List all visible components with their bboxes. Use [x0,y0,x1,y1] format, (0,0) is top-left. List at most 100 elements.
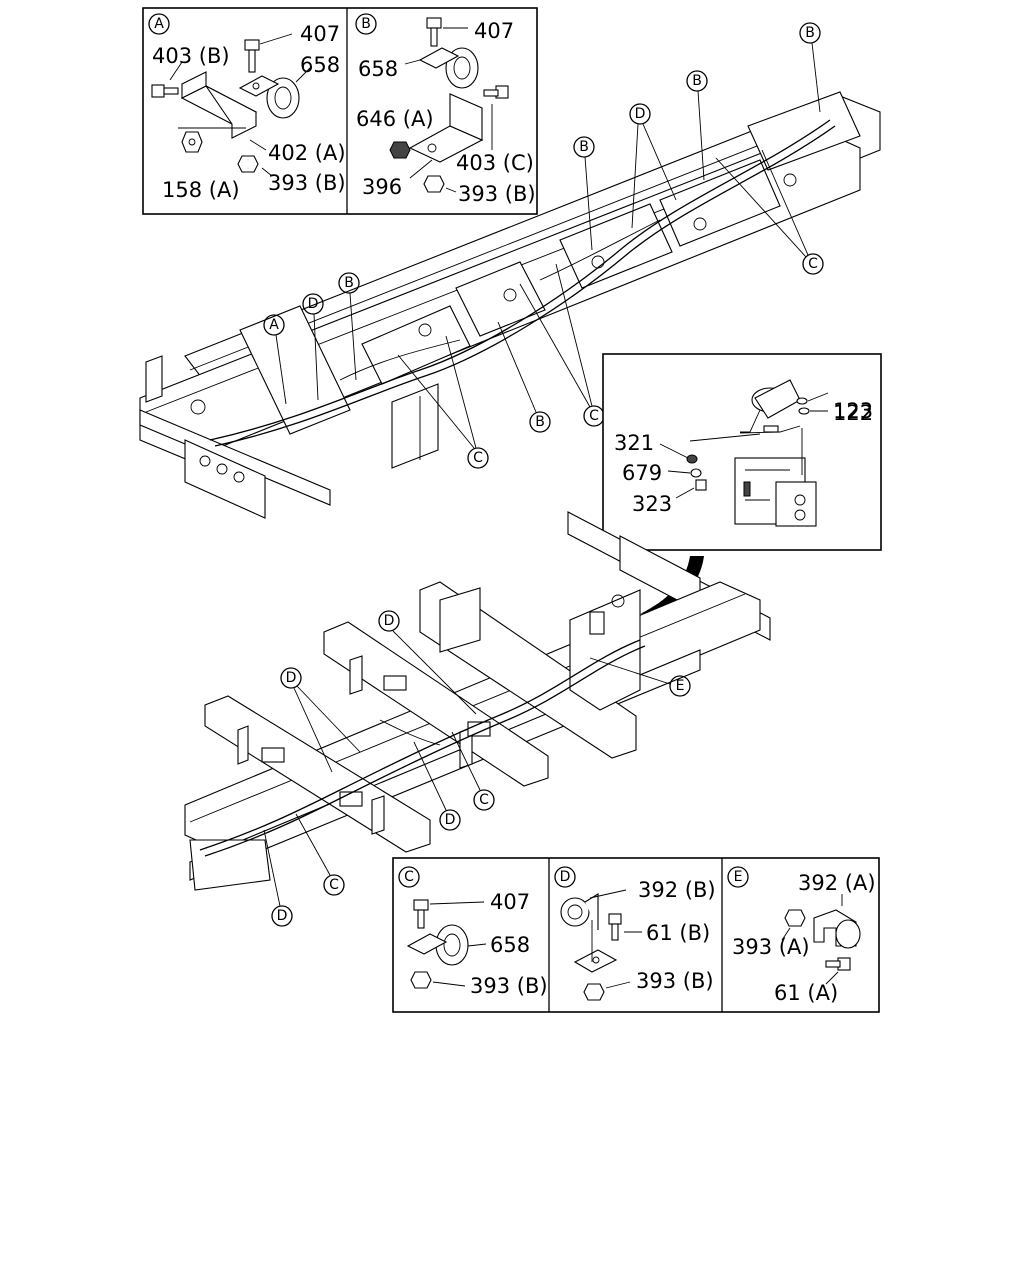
label-a-658: 658 [300,53,340,77]
svg-text:D: D [384,613,395,629]
detail-d: D 392 (B) 61 (B) 393 (B) [554,866,716,1001]
label-hyd-679: 679 [622,461,662,485]
detail-hydraulic-unit: 123 321 679 323 [602,353,882,551]
callout-e-circle: E [727,866,749,888]
callout-d-5: D [413,741,461,831]
callout-a-circle: A [148,13,170,35]
nut-393b-icon [237,155,259,173]
callout-c-5: C [295,813,345,896]
svg-text:A: A [154,16,164,32]
callout-b-3: B [573,136,595,251]
label-d-393b: 393 (B) [636,969,714,993]
svg-text:D: D [286,670,297,686]
bolt-407-icon [413,899,429,929]
bracket-396-icon [408,93,484,163]
washer-123-icon [796,397,808,405]
callout-c-4: C [451,731,495,811]
clip-658-icon [238,75,300,119]
label-b-658: 658 [358,57,398,81]
label-e-392a: 392 (A) [798,871,876,895]
callout-d-4: D [280,667,361,773]
svg-text:B: B [579,139,589,155]
label-b-403c: 403 (C) [456,151,534,175]
callout-d-3: D [378,610,477,715]
label-c-393b: 393 (B) [470,974,548,998]
label-c-658: 658 [490,933,530,957]
detail-b: B 407 658 646 [355,13,536,206]
svg-text:D: D [277,908,288,924]
svg-text:B: B [361,16,371,32]
svg-text:C: C [329,877,339,893]
callout-a-1: A [263,314,287,405]
label-hyd-123: 123 [833,399,873,423]
bolt-407-icon [426,17,442,47]
callout-d-circle: D [554,866,576,888]
svg-text:B: B [692,73,702,89]
clip-658-icon [418,47,479,89]
pump-unit-icon [734,379,817,527]
washer-122-icon [798,407,810,415]
nut-646a-icon [389,141,411,159]
label-a-393b: 393 (B) [268,171,346,195]
clip-392a-icon [813,909,861,949]
lower-callouts: D E D C D C D [263,610,691,927]
svg-text:D: D [308,296,319,312]
upper-callouts: B B D B C C [263,22,824,469]
svg-text:C: C [479,792,489,808]
label-a-158a: 158 (A) [162,178,240,202]
washer-679-icon [690,468,702,478]
bracket-402a-icon [178,71,258,139]
svg-text:C: C [589,408,599,424]
label-d-61b: 61 (B) [646,921,710,945]
clip-658-icon [406,924,469,966]
svg-text:D: D [635,106,646,122]
callout-b-5: B [338,272,360,381]
label-d-392b: 392 (B) [638,878,716,902]
nut-393b-icon [410,971,432,989]
hose-icon [739,425,803,475]
label-c-407: 407 [490,890,530,914]
label-e-61a: 61 (A) [774,981,838,1005]
nut-393b-icon [583,983,605,1001]
callout-d-6: D [263,829,293,927]
svg-text:A: A [269,317,279,333]
upper-chassis-frame [139,91,881,519]
callout-b-circle: B [355,13,377,35]
label-b-407: 407 [474,19,514,43]
callout-d-1: D [629,103,677,229]
callout-b-4: B [497,321,551,433]
label-b-396: 396 [362,175,402,199]
svg-text:D: D [560,869,571,885]
bolt-61b-icon [608,913,622,941]
washer-321-icon [686,454,698,464]
bolt-403c-icon [483,85,509,99]
callout-e: E [589,657,691,697]
clip-392b-icon [560,893,618,973]
detail-box-cde [392,857,880,1013]
label-a-402a: 402 (A) [268,141,346,165]
bolt-323-icon [695,479,707,491]
svg-text:B: B [805,25,815,41]
nut-393a-icon [784,909,806,927]
label-hyd-321: 321 [614,431,654,455]
svg-text:C: C [808,256,818,272]
detail-a: A [148,13,346,202]
callout-c-3: C [397,335,489,469]
detail-e: E 392 (A) 393 (A) 61 (A) [727,866,876,1005]
label-a-403b: 403 (B) [152,44,230,68]
svg-text:B: B [535,414,545,430]
svg-text:E: E [676,678,685,694]
label-a-407: 407 [300,22,340,46]
label-e-393a: 393 (A) [732,935,810,959]
nut-158a-icon [181,131,203,153]
label-b-393b: 393 (B) [458,182,536,206]
callout-d-2: D [302,293,324,401]
svg-text:C: C [473,450,483,466]
nut-393b-icon [423,175,445,193]
callout-b-1: B [799,22,821,113]
svg-text:B: B [344,275,354,291]
callout-c-1: C [715,149,824,275]
label-hyd-323: 323 [632,492,672,516]
bolt-61a-icon [825,957,851,971]
